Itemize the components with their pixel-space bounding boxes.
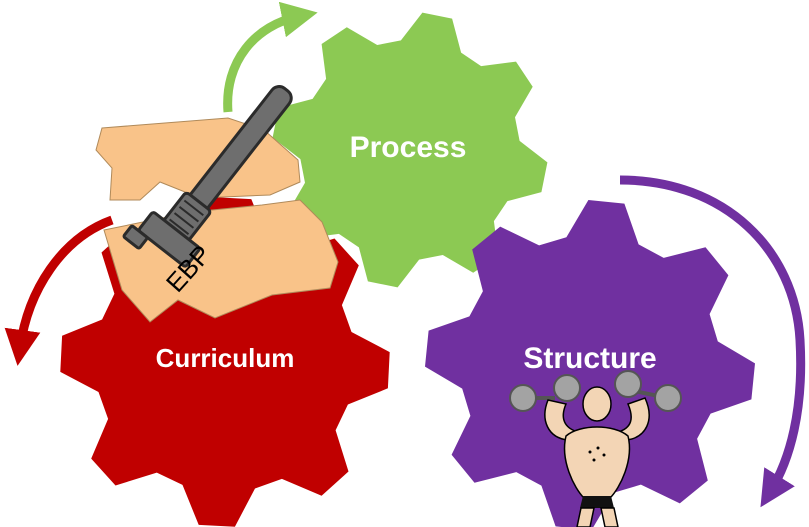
process-gear xyxy=(272,12,548,288)
wrench-icon xyxy=(122,85,293,268)
process-rotation-arrow xyxy=(223,1,318,113)
curriculum-gear-label: Curriculum xyxy=(156,343,295,373)
curriculum-rotation-arrow xyxy=(4,215,114,366)
process-gear-label: Process xyxy=(350,131,467,164)
strongman-icon xyxy=(509,370,682,527)
structure-gear-label: Structure xyxy=(523,342,656,375)
structure-rotation-arrow xyxy=(619,175,806,508)
structure-gear xyxy=(425,200,755,527)
